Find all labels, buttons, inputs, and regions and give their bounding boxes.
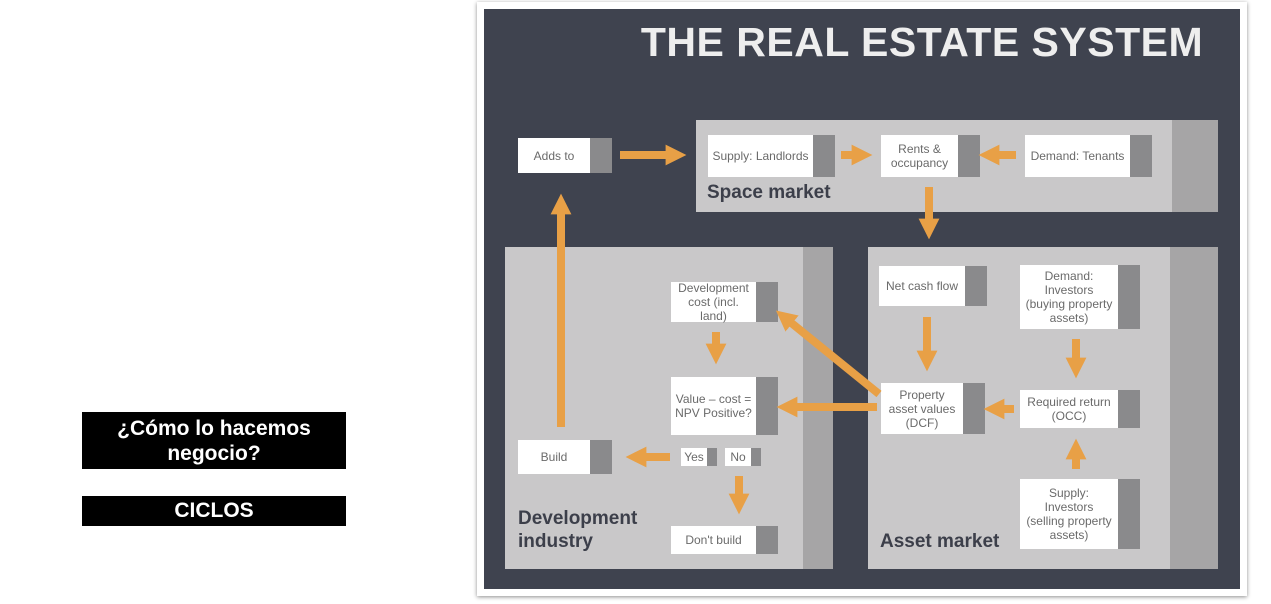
yes-node: Yes xyxy=(681,448,707,466)
build-node: Build xyxy=(518,440,590,474)
cycles-text: CICLOS xyxy=(174,499,254,522)
net-cash-flow-node: Net cash flow xyxy=(879,266,965,306)
development-cost-node: Development cost (incl. land) xyxy=(671,281,756,323)
supply-investors-node: Supply: Investors (selling property asse… xyxy=(1020,479,1118,549)
question-text: ¿Cómo lo hacemos negocio? xyxy=(117,416,311,465)
space-market-label: Space market xyxy=(707,182,831,203)
diagram-board: THE REAL ESTATE SYSTEM Space market Deve… xyxy=(484,9,1240,589)
property-asset-values-node: Property asset values (DCF) xyxy=(881,383,963,434)
cycles-label: CICLOS xyxy=(82,496,346,526)
flow-arrows xyxy=(550,144,1087,515)
supply-landlords-node: Supply: Landlords xyxy=(708,135,813,177)
diagram-frame: THE REAL ESTATE SYSTEM Space market Deve… xyxy=(477,2,1247,596)
dont-build-node: Don't build xyxy=(671,526,756,554)
diagram-title: THE REAL ESTATE SYSTEM xyxy=(640,19,1204,65)
adds-to-node: Adds to xyxy=(518,138,590,173)
required-return-node: Required return (OCC) xyxy=(1020,390,1118,428)
asset-market-label: Asset market xyxy=(880,531,1000,552)
demand-investors-node: Demand: Investors (buying property asset… xyxy=(1020,265,1118,329)
demand-tenants-node: Demand: Tenants xyxy=(1025,135,1130,177)
question-label: ¿Cómo lo hacemos negocio? xyxy=(82,412,346,469)
rents-occupancy-node: Rents & occupancy xyxy=(881,135,958,177)
arrow-pav-devcost xyxy=(775,310,882,398)
no-node: No xyxy=(725,448,751,466)
development-industry-label: Development industry xyxy=(518,508,638,552)
value-cost-node: Value – cost = NPV Positive? xyxy=(671,377,756,435)
